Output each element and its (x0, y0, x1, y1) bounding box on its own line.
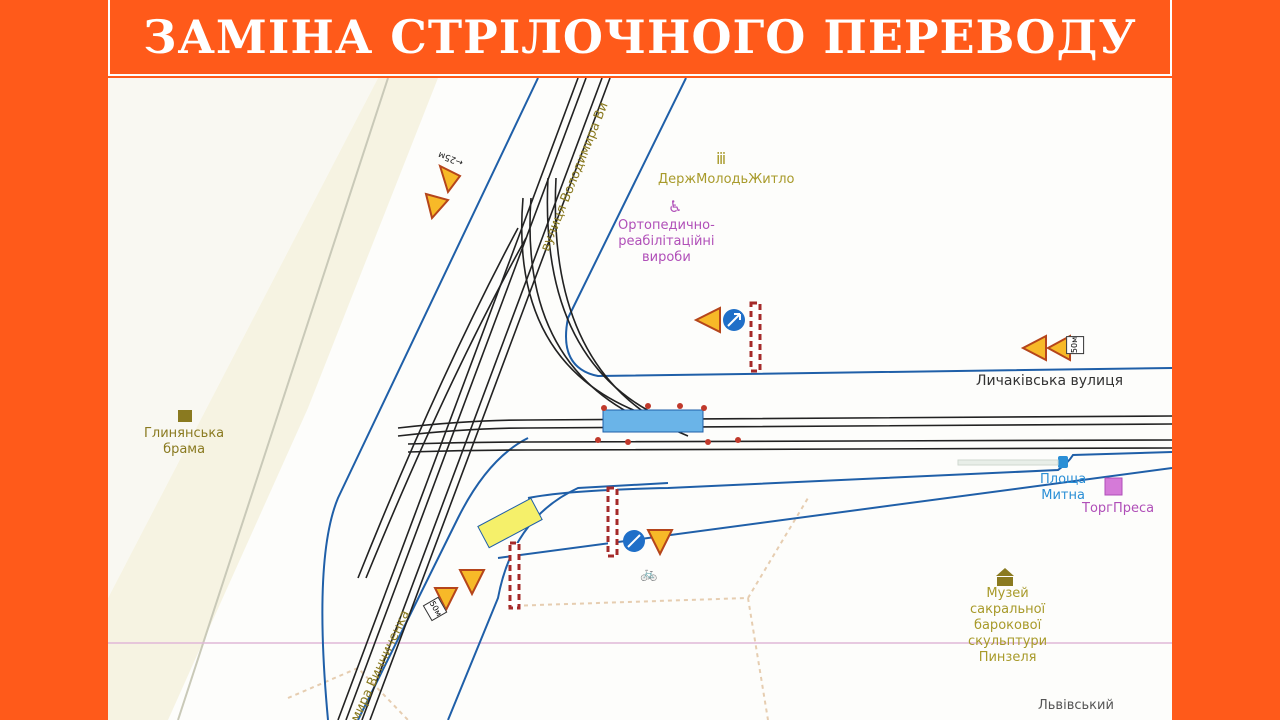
map-canvas: ⅲ ♿ 🚲 вулиця Володимира Ви Личаківська в… (108, 78, 1172, 720)
map-drawing: ⅲ ♿ 🚲 (108, 78, 1172, 720)
svg-text:♿: ♿ (668, 197, 682, 216)
barrier-icon (508, 301, 762, 610)
poi-orthopedic-line: Ортопедично- (618, 218, 715, 233)
park-area (108, 78, 438, 720)
street-label-lychakivska: Личаківська вулиця (976, 373, 1124, 389)
bicycle-icon: 🚲 (640, 566, 657, 582)
block-area (108, 78, 378, 598)
stop-label-line: Митна (1041, 488, 1085, 503)
press-kiosk-icon (1104, 477, 1123, 496)
work-zone-yellow (477, 497, 543, 549)
poi-orthopedic: Ортопедично- реабілітаційні вироби (618, 218, 715, 266)
poi-hlynianska-line: Глинянська (144, 426, 225, 441)
poi-derzhmolodzhytlo: ДержМолодьЖитло (658, 172, 795, 187)
wall-line (177, 78, 389, 720)
page-title: ЗАМІНА СТРІЛОЧНОГО ПЕРЕВОДУ (108, 0, 1172, 76)
work-zone-switch (602, 409, 704, 433)
stop-plosha-mytna: Площа Митна (1040, 472, 1086, 504)
stop-label-line: Площа (1040, 472, 1087, 487)
poi-hlynianska-brama: Глинянська брама (144, 426, 224, 458)
distance-50m-east: 50м (1066, 335, 1085, 355)
poi-museum-line: барокової (973, 618, 1042, 633)
road-works-sign-icon (424, 164, 1071, 613)
detour-arrow-sign-icon (623, 309, 745, 552)
fortress-gate-icon (178, 410, 192, 422)
poi-museum-line: Пинзеля (978, 650, 1037, 665)
street-curbs (321, 78, 1172, 720)
svg-text:🚲: 🚲 (640, 566, 657, 582)
svg-text:ⅲ: ⅲ (716, 149, 726, 168)
wheelchair-icon: ♿ (668, 197, 682, 216)
museum-icon (996, 568, 1014, 586)
bus-stop-icon (1058, 456, 1068, 468)
poi-museum-line: Музей (986, 586, 1029, 601)
people-icon: ⅲ (716, 149, 726, 168)
platform (957, 459, 1059, 466)
poi-museum-line: скульптури (968, 634, 1048, 649)
poi-hlynianska-line: брама (163, 442, 206, 457)
poi-orthopedic-line: вироби (641, 250, 691, 265)
poi-lvivskyi: Львівський (1038, 698, 1114, 713)
footpaths (287, 497, 809, 720)
work-zone-markers (595, 403, 741, 445)
poi-torgpresa: ТоргПреса (1082, 501, 1155, 516)
poi-museum-line: сакральної (969, 602, 1046, 617)
tram-tracks (337, 78, 1172, 720)
poi-orthopedic-line: реабілітаційні (618, 234, 715, 249)
poi-museum: Музей сакральної барокової скульптури Пи… (968, 586, 1047, 666)
